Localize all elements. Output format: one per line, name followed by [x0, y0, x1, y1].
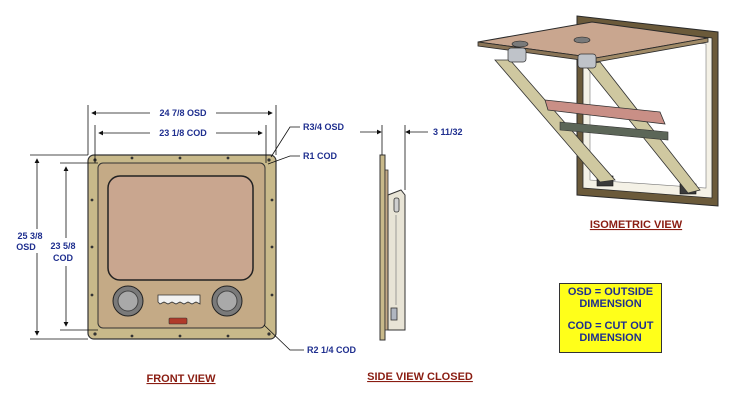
depth-dimension: [360, 125, 428, 190]
depth-label: 3 11/32: [433, 127, 463, 137]
isometric-view: [477, 15, 719, 207]
radius-leaders: [263, 126, 304, 351]
height-osd-value: 25 3/8: [17, 231, 42, 241]
side-view: [379, 154, 406, 341]
height-cod-unit: COD: [53, 253, 74, 263]
legend-osd-line1: OSD = OUTSIDE: [567, 286, 654, 298]
radius-osd-label: R3/4 OSD: [303, 122, 345, 132]
legend-osd-line2: DIMENSION: [579, 298, 642, 310]
latch-badge: [168, 317, 188, 325]
legend-cod-line2: DIMENSION: [579, 332, 642, 344]
legend-box: OSD = OUTSIDE DIMENSION COD = CUT OUT DI…: [559, 283, 662, 353]
front-view-caption: FRONT VIEW: [146, 373, 216, 385]
front-panel-window: [107, 175, 254, 281]
right-knob: [211, 285, 243, 317]
front-view: [87, 154, 277, 340]
height-cod-value: 23 5/8: [50, 241, 75, 251]
left-knob: [112, 285, 144, 317]
height-osd-unit: OSD: [16, 242, 36, 252]
radius-bottom-label: R2 1/4 COD: [307, 345, 357, 355]
legend-cod-line1: COD = CUT OUT: [567, 320, 654, 332]
radius-cod-label: R1 COD: [303, 151, 338, 161]
isometric-view-caption: ISOMETRIC VIEW: [590, 219, 683, 231]
side-view-caption: SIDE VIEW CLOSED: [367, 371, 473, 383]
width-osd-label: 24 7/8 OSD: [159, 108, 207, 118]
width-cod-label: 23 1/8 COD: [159, 128, 207, 138]
handle-slot: [157, 294, 201, 305]
